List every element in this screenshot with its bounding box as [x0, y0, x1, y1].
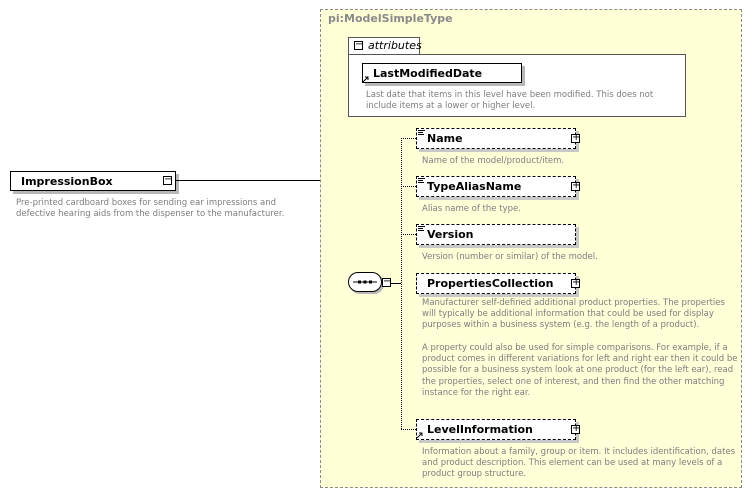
complex-type-title: pi:ModelSimpleType [328, 12, 453, 25]
collapse-icon[interactable]: − [354, 39, 364, 50]
sequence-element-name: LevelInformation [427, 423, 533, 436]
expand-icon[interactable]: + [571, 180, 581, 191]
sequence-element-box[interactable]: TypeAliasName [416, 176, 576, 197]
connector-line [401, 138, 416, 139]
sequence-element-box[interactable]: LevelInformation [416, 419, 576, 440]
sequence-element-box[interactable]: Version [416, 224, 576, 245]
attribute-name: LastModifiedDate [373, 67, 483, 80]
sequence-element-name: TypeAliasName [427, 180, 522, 193]
root-element-box[interactable]: ImpressionBox [10, 171, 176, 191]
attribute-box[interactable]: LastModifiedDate [362, 63, 522, 83]
expand-icon[interactable]: + [571, 423, 581, 434]
sequence-element-doc: Name of the model/product/item. [422, 156, 565, 166]
attributes-tab[interactable] [348, 37, 420, 54]
connector-line [401, 186, 416, 187]
attribute-arrow-icon [363, 76, 369, 82]
root-element-doc: Pre-printed cardboard boxes for sending … [16, 198, 285, 220]
element-type-icon [418, 130, 425, 135]
sequence-element-name: PropertiesCollection [427, 277, 554, 290]
expand-icon[interactable]: + [571, 132, 581, 143]
element-arrow-icon [417, 432, 423, 438]
element-type-icon [418, 178, 425, 183]
collapse-icon[interactable]: − [163, 174, 173, 185]
sequence-compositor[interactable] [348, 272, 382, 292]
connector-line [391, 283, 401, 284]
collapse-icon[interactable]: − [382, 276, 392, 287]
connector-line [401, 234, 416, 235]
element-type-icon [418, 226, 425, 231]
sequence-element-doc: Information about a family, group or ite… [422, 447, 736, 480]
sequence-element-doc: Version (number or similar) of the model… [422, 252, 598, 262]
attribute-doc: Last date that items in this level have … [366, 90, 654, 112]
sequence-element-name: Name [427, 132, 463, 145]
sequence-element-doc-continued: A property could also be used for simple… [422, 343, 738, 398]
sequence-icon [353, 280, 377, 284]
sequence-element-box[interactable]: PropertiesCollection [416, 273, 576, 294]
sequence-element-box[interactable]: Name [416, 128, 576, 149]
connector-line [401, 138, 402, 429]
attributes-label: attributes [368, 39, 422, 52]
connector-line [176, 180, 334, 181]
expand-icon[interactable]: + [571, 277, 581, 288]
root-element-name: ImpressionBox [21, 175, 113, 188]
sequence-element-name: Version [427, 228, 474, 241]
connector-line [401, 429, 416, 430]
sequence-element-doc: Alias name of the type. [422, 204, 521, 214]
sequence-element-doc: Manufacturer self-defined additional pro… [422, 298, 725, 331]
